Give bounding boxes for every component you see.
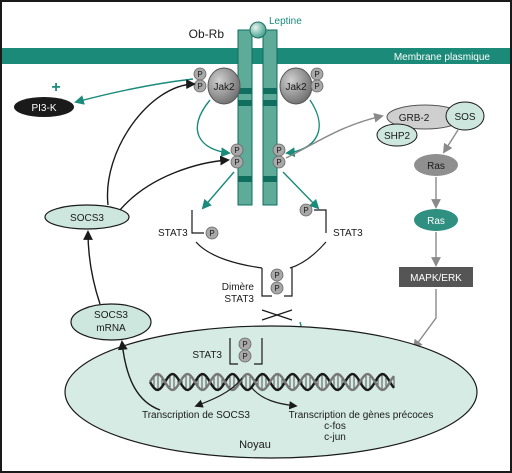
plasma-membrane [2, 48, 510, 64]
arrow-jak2-left-to-receptor [196, 99, 231, 158]
phospho-stat3-right [299, 203, 313, 217]
gene-cfos-label: c-fos [324, 421, 346, 432]
stat3-left-label: STAT3 [158, 228, 188, 239]
svg-text:P: P [197, 70, 202, 79]
phospho-receptor-r2 [272, 155, 286, 169]
ras-gray-label: Ras [427, 161, 445, 172]
arrow-receptor-to-stat3-left [201, 171, 235, 210]
jak2-left [207, 67, 241, 105]
arrow-socs3-to-receptor [119, 155, 230, 211]
shp2-node [376, 123, 418, 147]
pi3k-label: PI3-K [31, 103, 56, 114]
socs3-label: SOCS3 [70, 213, 104, 224]
stat3-dimer [261, 268, 293, 321]
pi3k-node [14, 97, 74, 117]
svg-text:P: P [276, 158, 281, 167]
dna-helix [148, 372, 395, 392]
arrow-stat3-left-to-dimer [195, 241, 263, 269]
ras-teal-label: Ras [427, 216, 445, 227]
phospho-receptor-l2 [230, 155, 244, 169]
arrow-transcription-socs3 [194, 377, 243, 408]
mapk-erk-label: MAPK/ERK [410, 273, 462, 284]
arrow-socs3-to-jak2 [106, 79, 196, 206]
grb2-label: GRB-2 [399, 113, 430, 124]
arrow-receptor-to-grb2 [285, 112, 384, 159]
ras-gray-node [414, 154, 458, 176]
socs3-protein [44, 204, 130, 230]
arrow-transcription-genes [251, 387, 298, 410]
svg-text:P: P [274, 284, 279, 293]
arrow-stat3-right-to-dimer [289, 241, 327, 269]
leptine-label: Leptine [269, 16, 302, 27]
sos-label: SOS [454, 112, 475, 123]
svg-text:P: P [242, 352, 247, 361]
arrow-jak2-to-pi3k [74, 78, 194, 105]
arrow-mrna-to-socs3 [83, 230, 101, 305]
phospho-dimer-1 [270, 268, 284, 282]
stat3-nucleus-label: STAT3 [192, 350, 222, 361]
arrow-sos-to-ras [442, 129, 459, 154]
mapk-erk-box [399, 267, 473, 287]
transcription-genes-label: Transcription de gènes précoces [289, 410, 434, 421]
dna-strand-1 [148, 372, 395, 392]
nucleus [64, 325, 478, 459]
phospho-stat3-left [205, 226, 219, 240]
svg-text:P: P [197, 82, 202, 91]
arrow-receptor-to-stat3-right [282, 171, 320, 210]
stat3-right-bracket [314, 209, 327, 233]
jak2-left-label: Jak2 [213, 82, 235, 93]
transcription-socs3-label: Transcription de SOCS3 [142, 410, 250, 421]
dimere-label-line2: STAT3 [224, 294, 254, 305]
phospho-dimer-2 [270, 281, 284, 295]
shp2-label: SHP2 [384, 131, 411, 142]
noyau-label: Noyau [239, 439, 271, 451]
phospho-jak2-right-2 [310, 79, 324, 93]
svg-text:P: P [314, 82, 319, 91]
socs3-mrna [70, 303, 152, 341]
gene-cjun-label: c-jun [324, 432, 346, 443]
stat3-right-label: STAT3 [333, 228, 363, 239]
dimere-label-line1: Dimère [222, 282, 255, 293]
ob-rb-label: Ob-Rb [189, 27, 225, 41]
stat3-left-bracket [191, 210, 204, 234]
svg-text:P: P [274, 271, 279, 280]
svg-text:P: P [276, 146, 281, 155]
membrane-label: Membrane plasmique [394, 52, 491, 63]
stat3-dimer-nucleus [229, 338, 263, 365]
jak2-right-label: Jak2 [285, 82, 307, 93]
svg-text:P: P [234, 146, 239, 155]
arrow-transcription-to-mrna [117, 340, 161, 411]
svg-text:P: P [242, 340, 247, 349]
arrow-jak2-right-to-receptor [285, 99, 320, 158]
dna-strand-2 [148, 372, 395, 392]
leptin-molecule [249, 21, 267, 39]
phospho-nucleus-2 [238, 349, 252, 363]
svg-text:P: P [314, 70, 319, 79]
sos-node [445, 101, 485, 131]
ras-teal-node [414, 209, 458, 231]
arrow-mapk-to-nucleus [412, 289, 437, 350]
socs3-mrna-line1: SOCS3 [94, 310, 128, 321]
plus-sign: + [51, 79, 60, 96]
svg-text:P: P [234, 158, 239, 167]
socs3-mrna-line2: mRNA [96, 323, 126, 334]
svg-text:P: P [209, 229, 214, 238]
svg-text:P: P [303, 206, 308, 215]
ob-rb-receptor [237, 29, 278, 206]
